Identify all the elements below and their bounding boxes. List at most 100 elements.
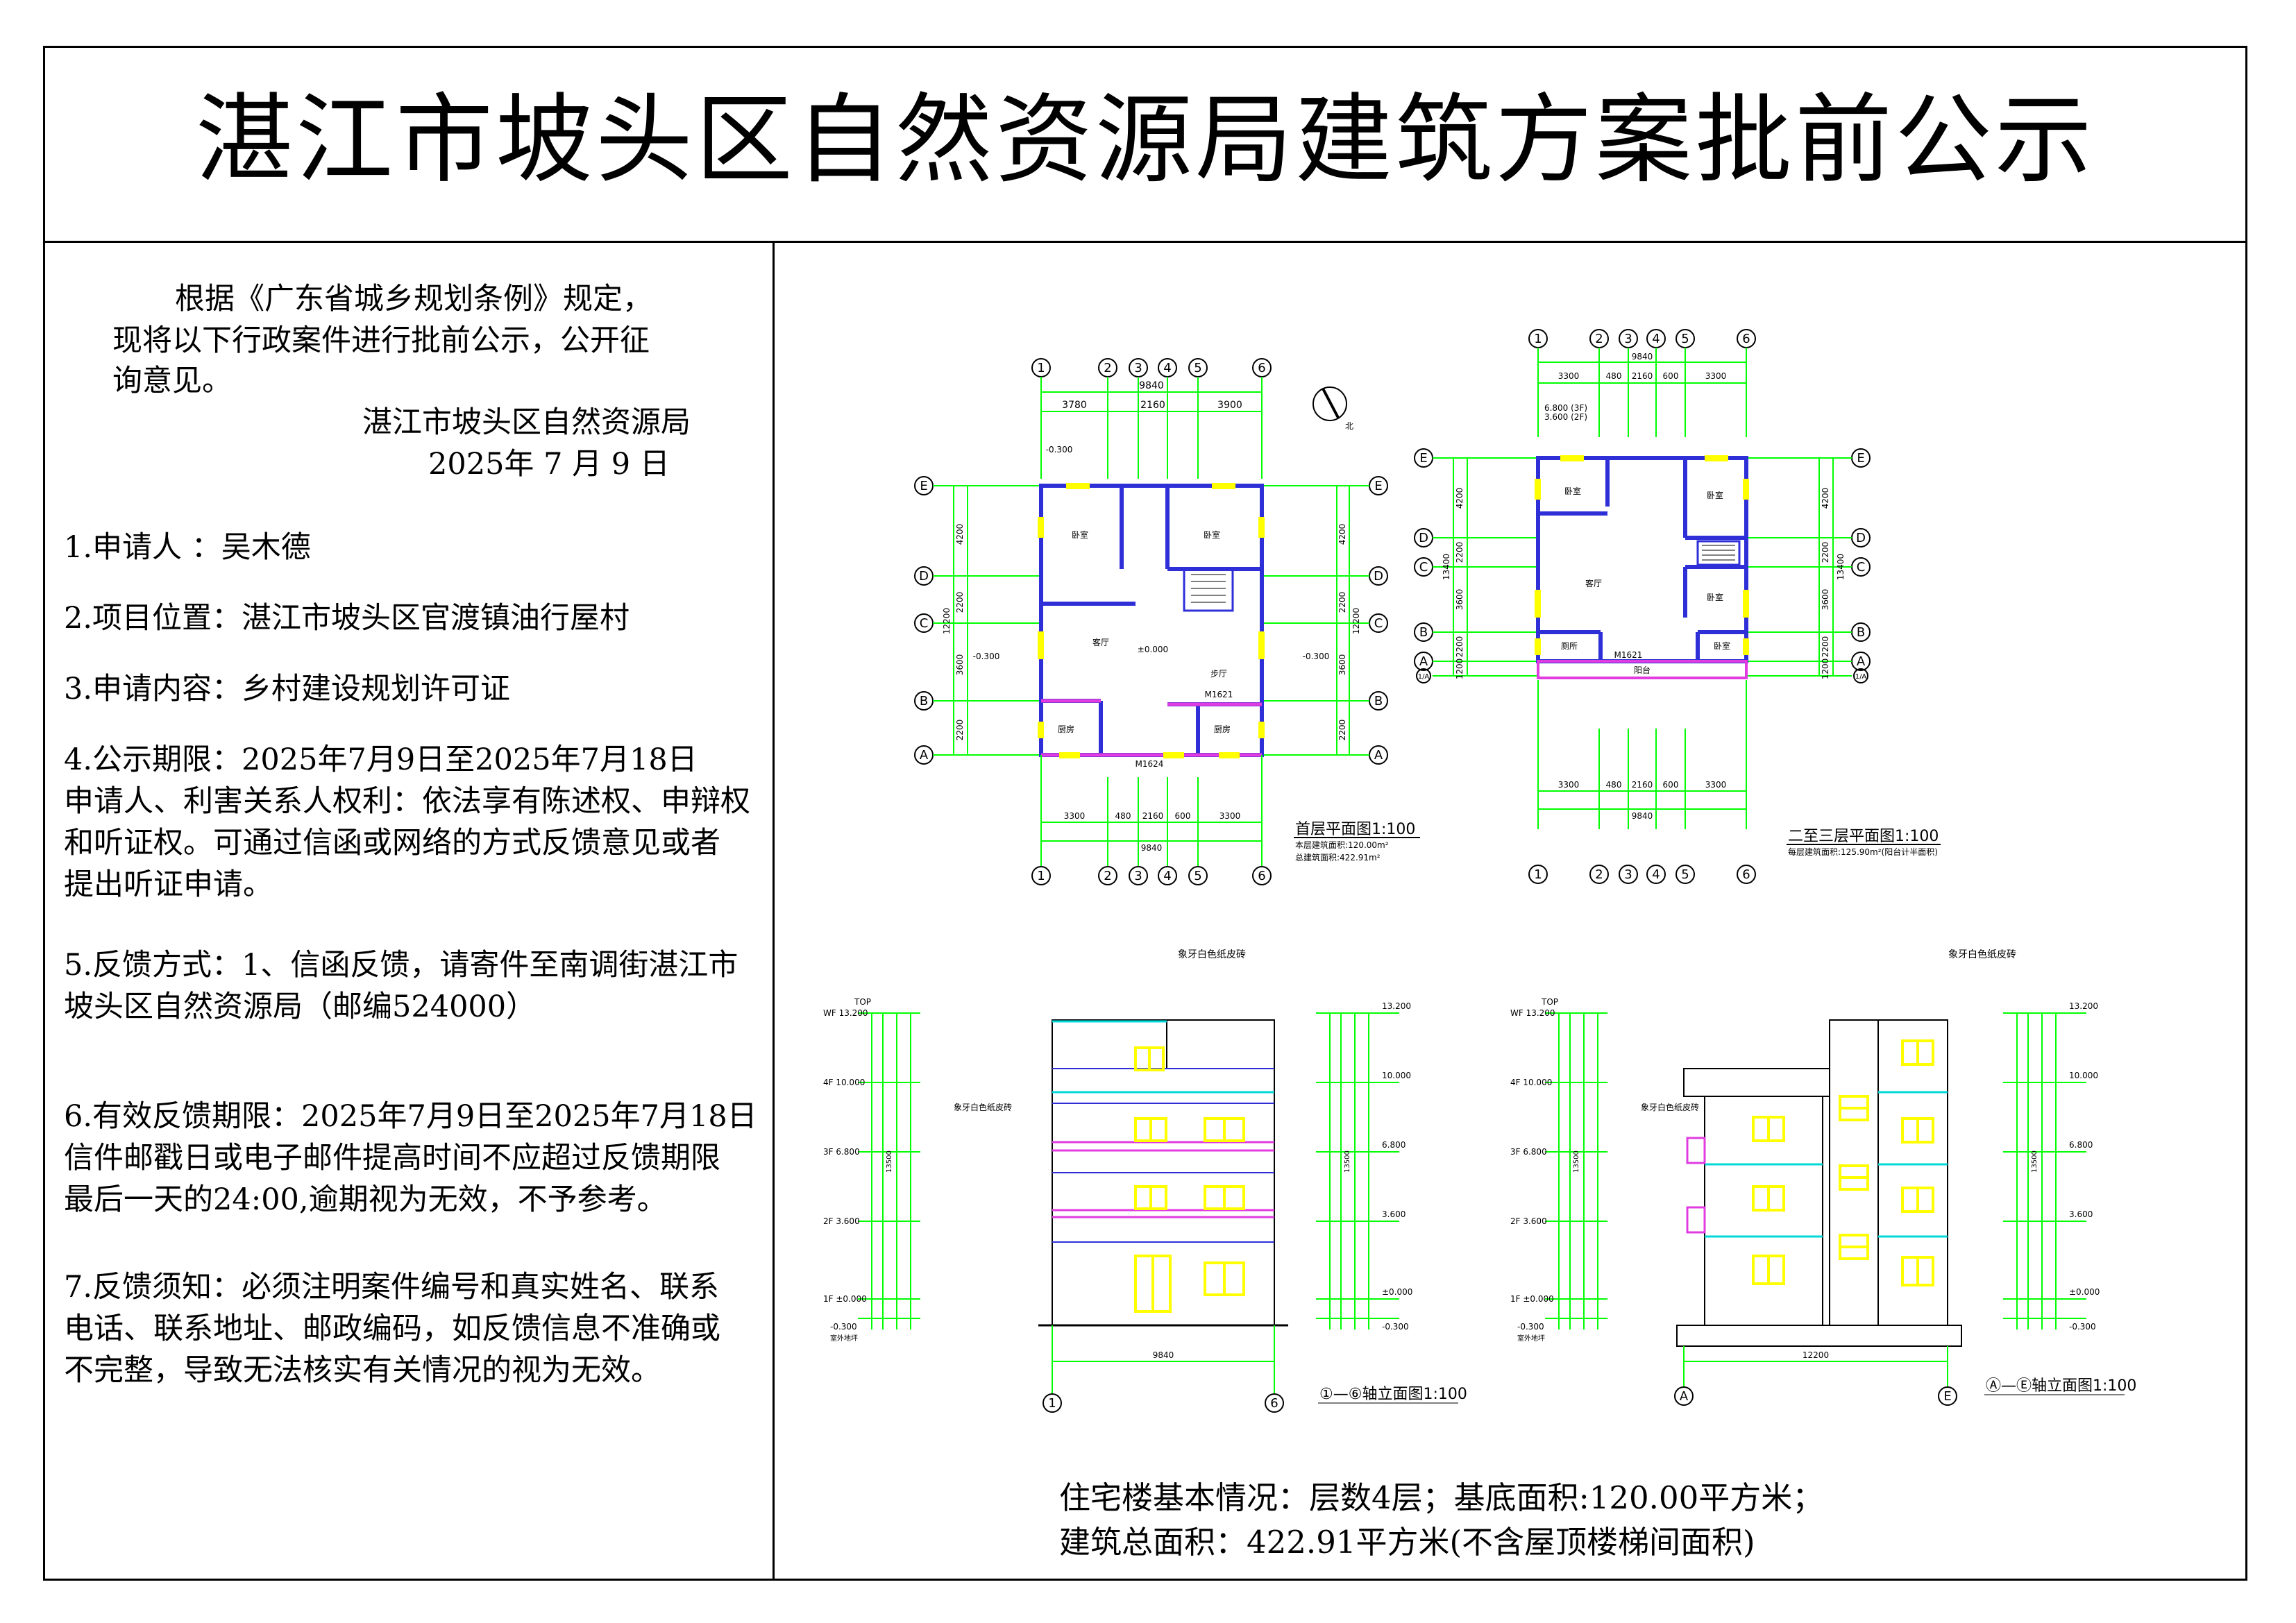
plan2-axis-A-right: A (1857, 654, 1866, 669)
plan2-bottom-dim-3: 2160 (1632, 780, 1653, 790)
plan1-walls (1039, 484, 1264, 757)
plan1-side-dim-3: 3600 (955, 654, 965, 676)
plan2-axis-D-right: D (1856, 531, 1866, 545)
plan2-side-dim-3: 3600 (1455, 589, 1464, 611)
plan1-stairs (1183, 568, 1234, 612)
plan2-bottom-dim-1: 3300 (1558, 780, 1580, 790)
plan1-bottom-dim-5: 3300 (1219, 811, 1241, 821)
elev1-level-top: TOP (854, 997, 871, 1007)
elev1-r-level-6: -0.300 (1382, 1322, 1409, 1332)
plan2-axis-5: 5 (1681, 332, 1689, 346)
elev2-facade (1676, 1019, 1962, 1347)
plan2-axis-2-b: 2 (1595, 867, 1603, 882)
drawings-area: 1 2 3 4 5 6 9840 3780 2160 3900 -0.300 北 (775, 243, 2247, 1581)
plan2-top-dim-3: 2160 (1632, 371, 1653, 381)
summary-line-1: 住宅楼基本情况：层数4层；基底面积:120.00平方米； (1059, 1479, 1824, 1516)
plan2-windows (1535, 455, 1749, 655)
north-arrow-icon (1312, 386, 1347, 421)
plan1-door-2: M1624 (1136, 759, 1164, 769)
plan1-axis-6-b: 6 (1258, 869, 1265, 883)
plan2-caption: 二至三层平面图1:100 (1788, 828, 1939, 845)
plan1-axis-1: 1 (1037, 361, 1045, 375)
elev2-right-levels: 13.200 10.000 6.800 3.600 ±0.000 -0.300 … (2031, 1001, 2100, 1332)
elev1-caption: ①—⑥轴立面图1:100 (1319, 1386, 1467, 1403)
plan1-bottom-total: 9840 (1141, 843, 1163, 853)
plan2-side-dim-1: 4200 (1455, 488, 1464, 509)
plan1-elev-label-2: -0.300 (973, 652, 1000, 661)
intro-line-3: 询意见。 (112, 364, 232, 398)
elev2-total-h: 13500 (1573, 1150, 1580, 1173)
plan2-level-2: 3.600 (2F) (1544, 412, 1587, 422)
plan1-axis-B-right: B (1374, 694, 1383, 708)
plan2-axis-E-right: E (1857, 451, 1864, 466)
plan2-room-bedroom-2: 卧室 (1707, 490, 1723, 500)
plan2-side-dim-2: 2200 (1455, 542, 1464, 563)
plan2-door: M1621 (1614, 650, 1643, 660)
plan1-axis-2-b: 2 (1104, 869, 1111, 883)
plan2-axis-D-left: D (1419, 531, 1428, 545)
issuing-org: 湛江市坡头区自然资源局 (362, 405, 691, 440)
plan2-top-dim-5: 3300 (1705, 371, 1727, 381)
plan2-axis-C-left: C (1419, 560, 1428, 575)
plan1-axis-E-left: E (920, 479, 927, 493)
ground-floor-plan: 1 2 3 4 5 6 9840 3780 2160 3900 -0.300 北 (914, 358, 1420, 885)
plan1-axis-C-left: C (920, 616, 929, 631)
plan2-axis-C-right: C (1857, 560, 1866, 575)
page-frame (43, 46, 2247, 1581)
valid-period-line-1: 6.有效反馈期限：2025年7月9日至2025年7月18日 (64, 1099, 757, 1134)
plan2-axis-3: 3 (1624, 332, 1632, 346)
elev2-ground-label: 室外地坪 (1517, 1334, 1545, 1343)
elev2-width: 12200 (1803, 1350, 1829, 1360)
notice-line-1: 7.反馈须知：必须注明案件编号和真实姓名、联系 (64, 1270, 720, 1305)
plan2-top-dim-2: 480 (1606, 371, 1622, 381)
elev2-level-top: TOP (1541, 997, 1558, 1007)
plan2-bottom-dim-5: 3300 (1705, 780, 1727, 790)
elev1-r-level-4: 3.600 (1382, 1209, 1406, 1219)
plan2-axis-1A-left: 1/A (1418, 673, 1430, 681)
plan2-axis-A-left: A (1419, 654, 1428, 669)
plan1-area-2: 总建筑面积:422.91m² (1295, 852, 1381, 863)
plan1-side-total-left: 12200 (942, 608, 952, 634)
elev1-material-top: 象牙白色纸皮砖 (1178, 949, 1246, 960)
plan2-top-dim-1: 3300 (1558, 371, 1580, 381)
plan1-room-living: 客厅 (1092, 637, 1109, 647)
elev2-material-side: 象牙白色纸皮砖 (1641, 1102, 1699, 1112)
plan2-side-dim-5: 1200 (1455, 658, 1464, 680)
plan2-bottom-dim-2: 480 (1606, 780, 1622, 790)
plan1-top-total: 9840 (1139, 380, 1164, 391)
plan1-elev-label-1: -0.300 (1046, 445, 1073, 454)
plan1-axis-D-left: D (919, 569, 929, 584)
plan2-area-1: 每层建筑面积:125.90m²(阳台计半面积) (1788, 847, 1938, 857)
title-row: 湛江市坡头区自然资源局建筑方案批前公示 (43, 46, 2247, 243)
elev2-r-level-2: 10.000 (2069, 1071, 2098, 1080)
plan1-axis-4: 4 (1163, 361, 1171, 375)
plan1-elev-label-4: ±0.000 (1138, 645, 1168, 654)
plan1-room-bedroom-1: 卧室 (1072, 529, 1088, 540)
plan2-axis-1A-right: 1/A (1855, 673, 1867, 681)
elev2-level-3f: 3F 6.800 (1510, 1147, 1547, 1157)
plan2-axis-1-b: 1 (1534, 867, 1542, 882)
rights-line-2: 和听证权。可通过信函或网络的方式反馈意见或者 (64, 826, 720, 860)
plan1-axis-C-right: C (1374, 616, 1383, 631)
valid-period-line-3: 最后一天的24:00,逾期视为无效，不予参考。 (64, 1182, 667, 1217)
column-divider (773, 243, 775, 1581)
plan1-area-1: 本层建筑面积:120.00m² (1295, 840, 1389, 850)
elev1-axis-left: 1 (1048, 1396, 1056, 1411)
plan2-room-bedroom-1: 卧室 (1564, 486, 1581, 496)
elev2-axis-left: A (1680, 1389, 1689, 1404)
elev2-r-level-4: 3.600 (2069, 1209, 2093, 1219)
page-title: 湛江市坡头区自然资源局建筑方案批前公示 (195, 84, 2095, 197)
plan1-axis-3-b: 3 (1134, 869, 1142, 883)
plan1-axis-B-left: B (920, 694, 928, 708)
elev1-width: 9840 (1153, 1350, 1174, 1360)
plan1-bottom-dim-4: 600 (1175, 811, 1191, 821)
plan1-side-dim-1: 4200 (955, 524, 965, 545)
plan1-windows (1038, 483, 1265, 758)
plan1-elev-label-3: -0.300 (1303, 652, 1330, 661)
feedback-line-1: 5.反馈方式：1、信函反馈，请寄件至南调街湛江市 (64, 948, 738, 983)
elev2-r-level-1: 13.200 (2069, 1001, 2098, 1011)
application-content: 3.申请内容：乡村建设规划许可证 (64, 672, 511, 706)
project-location: 2.项目位置：湛江市坡头区官渡镇油行屋村 (64, 601, 630, 636)
valid-period-line-2: 信件邮戳日或电子邮件提高时间不应超过反馈期限 (64, 1141, 720, 1175)
plan2-level-1: 6.800 (3F) (1544, 403, 1587, 413)
